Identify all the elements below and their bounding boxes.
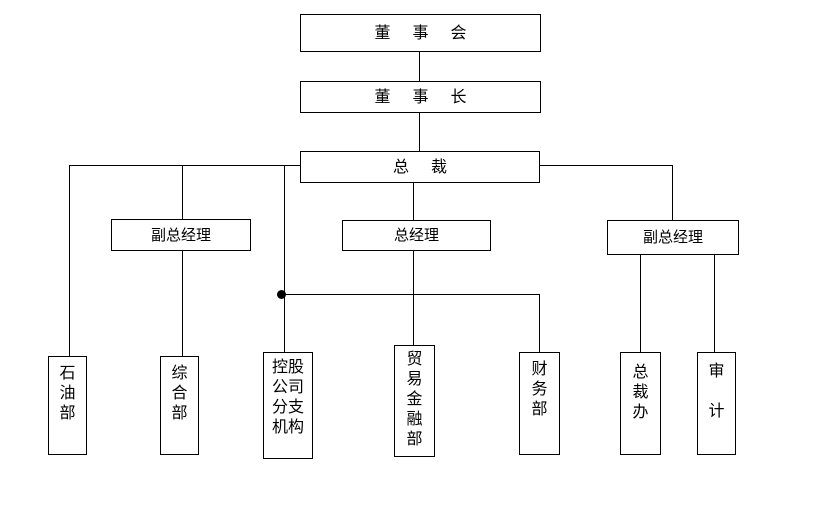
connector-vp-right-audit — [714, 255, 715, 352]
connector-president-left-rail — [69, 165, 300, 166]
connector-president-right-rail — [539, 165, 673, 166]
node-chairman: 董 事 长 — [300, 81, 541, 113]
connector-rail-vp-right — [672, 165, 673, 220]
node-audit: 审 计 — [697, 352, 736, 455]
connector-rail-vp-left — [182, 165, 183, 219]
node-petroleum-dept: 石 油 部 — [48, 356, 87, 455]
node-president: 总 裁 — [300, 151, 540, 183]
connector-vp-left-general — [182, 250, 183, 356]
connector-gm-trade — [413, 250, 414, 345]
connector-rail-branch-drop — [284, 165, 285, 352]
node-general-dept: 综 合 部 — [160, 356, 199, 455]
node-board: 董 事 会 — [300, 14, 541, 52]
node-vp-left: 副总经理 — [111, 219, 251, 251]
connector-board-chairman — [419, 52, 420, 81]
node-vp-right: 副总经理 — [607, 220, 739, 255]
node-president-office: 总 裁 办 — [620, 352, 661, 455]
connector-chairman-president — [419, 112, 420, 151]
node-trade-finance-dept: 贸 易 金 融 部 — [394, 345, 435, 457]
node-holding-branches: 控股 公司 分支 机构 — [263, 352, 313, 459]
node-finance-dept: 财 务 部 — [519, 352, 560, 455]
connector-president-gm — [413, 183, 414, 220]
connector-lower-rail — [284, 294, 540, 295]
connector-vp-right-office — [640, 255, 641, 352]
node-general-manager: 总经理 — [342, 220, 491, 251]
connector-rail-petroleum — [69, 165, 70, 356]
connector-lower-rail-finance — [539, 294, 540, 352]
junction-dot — [277, 290, 286, 299]
